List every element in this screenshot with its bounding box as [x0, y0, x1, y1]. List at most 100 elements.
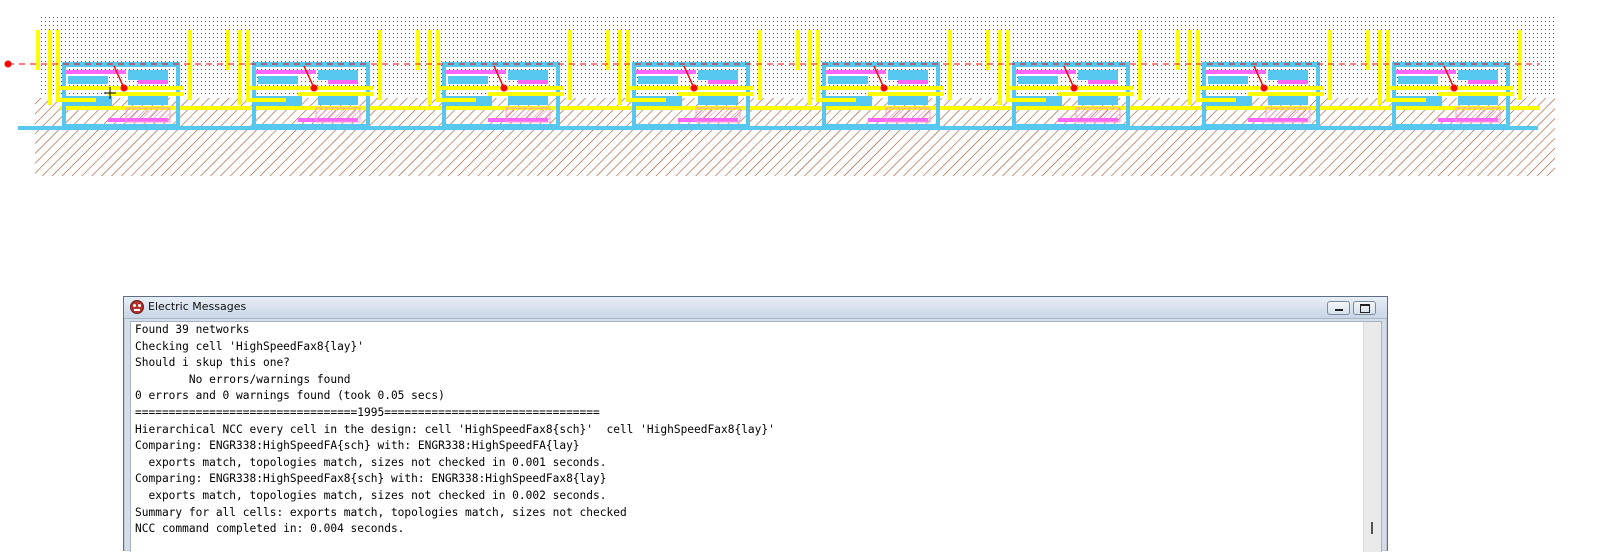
selected-arc: [873, 65, 885, 89]
selected-node-marker[interactable]: [310, 84, 318, 92]
pdiff-region: [1265, 107, 1311, 123]
poly-gate: [1206, 70, 1266, 74]
message-list: Found 39 networks Checking cell 'HighSpe…: [135, 322, 1357, 538]
messages-text-area[interactable]: Found 39 networks Checking cell 'HighSpe…: [130, 321, 1382, 552]
message-line: =================================1995===…: [135, 405, 600, 419]
poly-gate: [1278, 80, 1308, 84]
vertical-scrollbar[interactable]: [1363, 322, 1381, 552]
minimize-icon: [1335, 309, 1343, 311]
scroll-thumb[interactable]: [1371, 522, 1373, 534]
input-port-marker[interactable]: [4, 60, 12, 68]
cell-horizontal-metal2: [246, 98, 286, 102]
vertical-rail-metal2: [238, 30, 242, 105]
message-line: exports match, topologies match, sizes n…: [135, 455, 607, 469]
nmos-diffusion: [508, 95, 548, 105]
poly-gate: [446, 70, 506, 74]
cell-horizontal-metal2: [678, 92, 754, 96]
cell-bottom-metal1: [1392, 124, 1510, 129]
vertical-rail-metal2: [36, 30, 40, 70]
pmos-diffusion: [1018, 76, 1058, 84]
message-line: exports match, topologies match, sizes n…: [135, 488, 607, 502]
cell-horizontal-metal2: [1006, 98, 1046, 102]
cell-horizontal-metal2: [246, 86, 374, 90]
cell-horizontal-metal2: [1248, 92, 1324, 96]
pmos-diffusion: [1208, 76, 1248, 84]
pdiff-region: [125, 107, 171, 123]
poly-gate: [1396, 70, 1456, 74]
cell-horizontal-metal2: [436, 86, 564, 90]
poly-gate: [66, 70, 126, 74]
cell-horizontal-metal2: [1058, 92, 1134, 96]
cell-horizontal-metal2: [436, 98, 476, 102]
poly-gate: [1088, 80, 1118, 84]
cell-bottom-metal1: [442, 124, 560, 129]
cell-horizontal-metal2: [626, 86, 754, 90]
vertical-rail-metal2: [226, 30, 230, 70]
selected-node-marker[interactable]: [880, 84, 888, 92]
selected-node-marker[interactable]: [1450, 84, 1458, 92]
cell-horizontal-metal2: [1006, 86, 1134, 90]
messages-window[interactable]: Electric Messages Found 39 networks Chec…: [123, 296, 1388, 552]
poly-gate: [708, 80, 738, 84]
cell-horizontal-metal2: [298, 92, 374, 96]
pmos-diffusion: [508, 70, 548, 80]
selected-node-marker[interactable]: [1260, 84, 1268, 92]
selected-arc: [1443, 65, 1455, 89]
vertical-rail-metal2: [416, 30, 420, 70]
layout-canvas[interactable]: [0, 0, 1603, 200]
cell-horizontal-metal2: [1386, 98, 1426, 102]
vertical-rail-metal2: [808, 30, 812, 105]
message-line: Checking cell 'HighSpeedFax8{lay}': [135, 339, 365, 353]
poly-gate: [1468, 80, 1498, 84]
cell-bottom-metal1: [822, 124, 940, 129]
window-title: Electric Messages: [148, 300, 247, 313]
maximize-button[interactable]: [1353, 301, 1376, 315]
pmos-diffusion: [888, 70, 928, 80]
cell-bottom-metal1: [1012, 124, 1130, 129]
maximize-icon: [1360, 304, 1370, 313]
message-line: No errors/warnings found: [135, 372, 351, 386]
title-bar[interactable]: Electric Messages: [124, 297, 1387, 319]
electric-app-icon[interactable]: [130, 300, 144, 314]
nmos-diffusion: [1458, 95, 1498, 105]
vertical-rail-metal2: [56, 30, 60, 100]
cell-bottom-metal1: [62, 124, 180, 129]
vertical-rail-metal2: [1386, 30, 1390, 100]
selected-arc: [1063, 65, 1075, 89]
message-line: Summary for all cells: exports match, to…: [135, 505, 627, 519]
minimize-button[interactable]: [1327, 301, 1350, 315]
pdiff-region: [695, 107, 741, 123]
cell-horizontal-metal2: [108, 92, 184, 96]
pdiff-region: [1455, 107, 1501, 123]
poly-gate: [898, 80, 928, 84]
pmos-diffusion: [1268, 70, 1308, 80]
cell-horizontal-metal2: [626, 98, 666, 102]
nmos-diffusion: [888, 95, 928, 105]
adder-cell-array: [18, 30, 1540, 130]
vertical-rail-metal2: [1006, 30, 1010, 100]
message-line: Hierarchical NCC every cell in the desig…: [135, 422, 775, 436]
poly-gate: [256, 70, 316, 74]
nmos-diffusion: [318, 95, 358, 105]
vertical-rail-metal2: [1328, 30, 1332, 100]
selected-node-marker[interactable]: [1070, 84, 1078, 92]
vertical-rail-metal2: [428, 30, 432, 105]
message-line: 0 errors and 0 warnings found (took 0.05…: [135, 389, 445, 403]
vertical-rail-metal2: [436, 30, 440, 100]
vertical-rail-metal2: [816, 30, 820, 100]
layout-drawing[interactable]: [0, 0, 1603, 200]
pmos-diffusion: [68, 76, 108, 84]
vertical-rail-metal2: [1366, 30, 1370, 70]
poly-gate: [1016, 70, 1076, 74]
vertical-rail-metal2: [998, 30, 1002, 105]
selected-node-marker[interactable]: [690, 84, 698, 92]
cell-horizontal-metal2: [488, 92, 564, 96]
vertical-rail-metal2: [948, 30, 952, 100]
selected-node-marker[interactable]: [500, 84, 508, 92]
pdiff-region: [885, 107, 931, 123]
selected-node-marker[interactable]: [120, 84, 128, 92]
selected-arc: [303, 65, 315, 89]
pdiff-region: [1075, 107, 1121, 123]
pmos-diffusion: [128, 70, 168, 80]
cell-horizontal-metal2: [1196, 98, 1236, 102]
